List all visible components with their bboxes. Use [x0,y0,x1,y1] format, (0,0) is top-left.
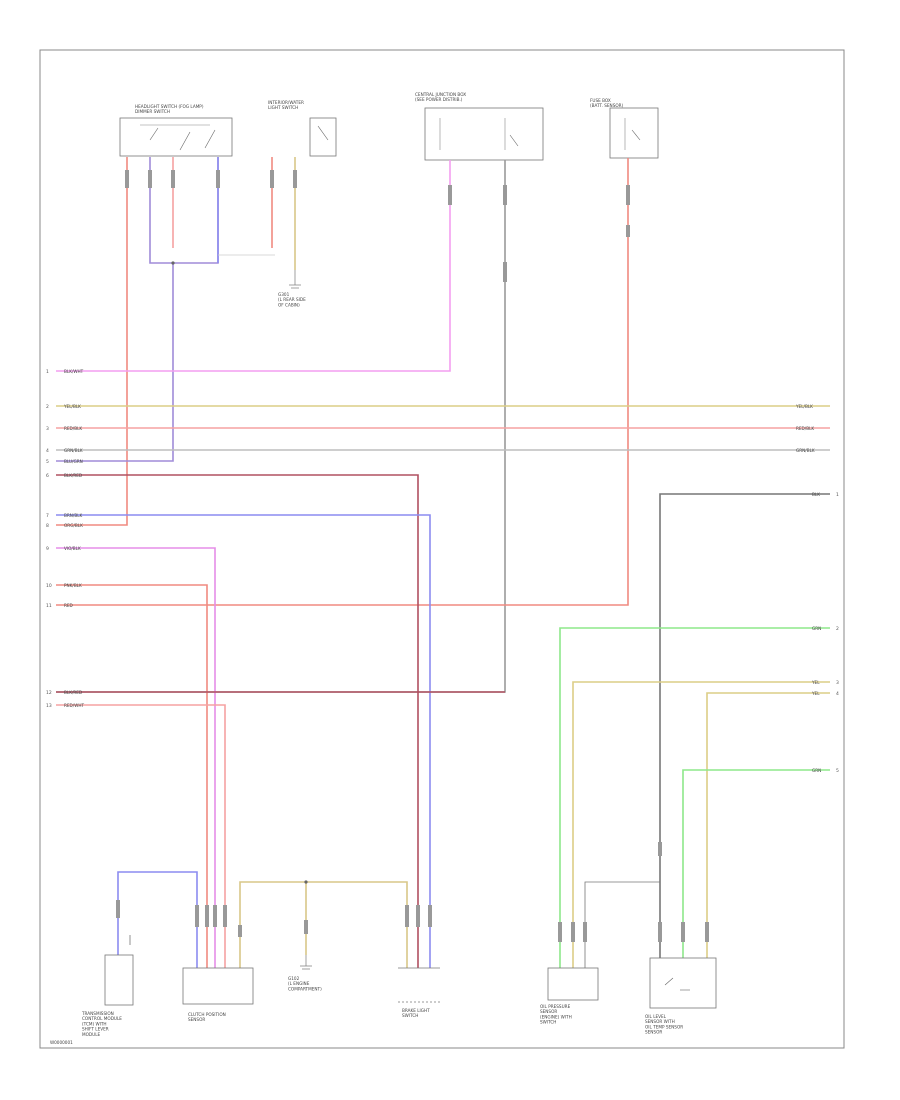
wire-orange-red [56,157,128,526]
wire-violet [149,157,219,264]
bus-num-3: 3 [46,426,49,432]
bus-red-3 [56,704,226,968]
right-wire-labels: BLK GRN YEL YEL GRN 1 2 3 4 5 [811,492,839,774]
bus-blue [56,514,431,968]
bus-num-2: 2 [46,404,49,410]
connector-markers [116,170,709,942]
bus-labels: BLK/WHT YEL/BLK RED/BLK GRN/BLK BLU/GRN … [63,369,84,708]
bus-num-8: 8 [46,523,49,529]
bus-salmon [56,584,208,968]
right-wire-num-4: 4 [836,691,839,697]
right-wire-label-5: GRN [812,768,821,773]
central-junction-label: CENTRAL JUNCTION BOX(SEE POWER DISTRIB.) [415,92,466,102]
wire-gray-oil [584,881,660,968]
bus-label-2: YEL/BLK [63,404,81,409]
bus-label-13: RED/WHT [64,703,84,708]
wire-pink-cjb [56,160,451,372]
bus-label-10: PNK/BLK [64,583,82,588]
bus-num-6: 6 [46,473,49,479]
diagram-code: W0000001 [50,1040,73,1045]
diagram-frame [39,49,845,1049]
bus-label-6: BLK/RED [64,473,82,478]
bus-num-11: 11 [46,603,52,609]
bus-right-labels: YEL/BLK RED/BLK GRN/BLK [795,404,815,453]
bus-label-12: BLK/RED [64,690,82,695]
right-wire-num-2: 2 [836,626,839,632]
bus-right-label-3: RED/BLK [796,426,814,431]
bus-label-4: GRN/BLK [64,448,83,453]
right-wire-num-3: 3 [836,680,839,686]
central-junction-component: CENTRAL JUNCTION BOX(SEE POWER DISTRIB.) [415,92,544,161]
right-wire-label-4: YEL [811,691,820,696]
wire-yellow-right-1 [572,681,830,968]
bus-num-10: 10 [46,583,52,589]
bus-label-3: RED/BLK [64,426,82,431]
right-wire-num-1: 1 [836,492,839,498]
bus-num-13: 13 [46,703,52,709]
wire-blue-tcm [117,871,198,968]
wire-red-fuse [56,158,629,606]
bus-num-9: 9 [46,546,49,552]
bus-right-label-2: YEL/BLK [795,404,813,409]
right-wire-label-2: GRN [812,626,821,631]
fuse-box-label: FUSE BOX(BATT. SENSOR) [590,98,624,108]
headlight-switch-component: HEADLIGHT SWITCH (FOG LAMP)DIMMER SWITCH [119,104,233,157]
wire-green-right-2 [682,769,830,968]
right-wire-label-1: BLK [812,492,820,497]
fuse-box-component: FUSE BOX(BATT. SENSOR) [590,98,659,159]
bus-right-label-4: GRN/BLK [796,448,815,453]
bus-darkred [56,474,419,968]
splice-dots [171,261,308,884]
bus-num-12: 12 [46,690,52,696]
wire-green-right [559,627,830,968]
wire-layer [56,157,830,968]
wire-gray-cjb [56,160,506,693]
bus-num-1: 1 [46,369,49,375]
bus-numbers: 1 2 3 4 5 6 7 8 9 10 11 12 13 [46,369,52,709]
wire-tan-bridge [239,881,408,968]
bus-label-11: RED [64,603,73,608]
wire-violet-down [56,263,174,462]
bus-num-7: 7 [46,513,49,519]
wire-yellow-right-2 [706,692,830,968]
bus-label-7: BRN/BLK [64,513,83,518]
headlight-switch-label: HEADLIGHT SWITCH (FOG LAMP)DIMMER SWITCH [135,104,204,114]
bus-label-8: ORG/BLK [64,523,83,528]
wire-black-right [659,493,830,968]
bus-num-4: 4 [46,448,49,454]
bus-magenta [56,547,216,968]
bus-label-5: BLU/GRN [64,459,83,464]
right-wire-num-5: 5 [836,768,839,774]
bus-label-9: VIO/BLK [64,546,81,551]
bus-num-5: 5 [46,459,49,465]
right-wire-label-3: YEL [811,680,820,685]
bus-label-1: BLK/WHT [64,369,84,374]
